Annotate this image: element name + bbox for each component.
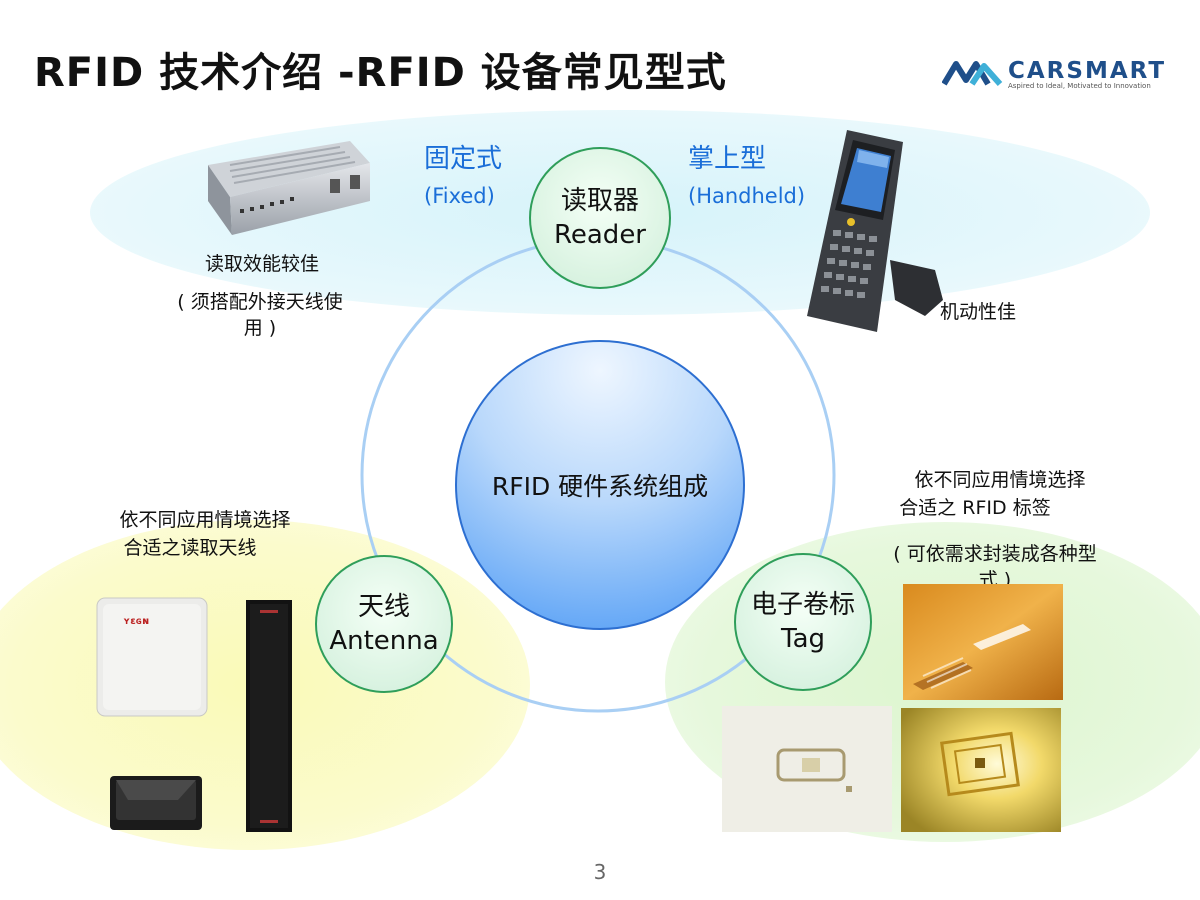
fixed-reader-image xyxy=(208,141,370,235)
reader-label-cn: 读取器 xyxy=(560,186,639,216)
antenna-node: 天线 Antenna xyxy=(315,555,453,693)
fixed-note-1: 读取效能较佳 xyxy=(204,253,319,275)
tower-antenna-image xyxy=(246,600,292,832)
handheld-label-en: (Handheld) xyxy=(688,184,806,208)
reader-node: 读取器 Reader xyxy=(529,147,671,289)
tag-gold-image xyxy=(901,708,1061,832)
tag-note-2: 合适之 RFID 标签 xyxy=(899,497,1051,519)
tag-note-1: 依不同应用情境选择 xyxy=(914,469,1086,491)
tag-fabric-image xyxy=(722,706,892,832)
tag-orange-image xyxy=(903,584,1063,700)
page-number: 3 xyxy=(593,860,607,884)
reader-label-en: Reader xyxy=(553,220,646,250)
antenna-label-cn: 天线 xyxy=(357,592,410,622)
tag-label-en: Tag xyxy=(780,624,825,654)
rfid-hardware-hub: RFID 硬件系统组成 xyxy=(455,340,745,630)
fixed-note-3: 用 ) xyxy=(243,317,277,339)
logo-name: CARSMART xyxy=(1008,58,1167,84)
antenna-label-en: Antenna xyxy=(329,626,439,656)
fixed-note-2: ( 须搭配外接天线使 xyxy=(177,291,343,313)
antenna-note-1: 依不同应用情境选择 xyxy=(119,509,291,531)
tag-note-3: ( 可依需求封装成各种型 xyxy=(893,543,1097,565)
handheld-label-cn: 掌上型 xyxy=(688,144,767,174)
tag-node: 电子卷标 Tag xyxy=(734,553,872,691)
handheld-reader-image xyxy=(807,130,943,332)
antenna-note-2: 合适之读取天线 xyxy=(123,537,257,559)
fixed-label-cn: 固定式 xyxy=(424,144,503,174)
fixed-label-en: (Fixed) xyxy=(424,184,495,208)
tag-label-cn: 电子卷标 xyxy=(750,590,855,620)
page-title: RFID 技术介绍 -RFID 设备常见型式 xyxy=(34,50,727,96)
logo-tagline: Aspired to Ideal, Motivated to Innovatio… xyxy=(1008,82,1151,90)
carsmart-logo-icon xyxy=(942,61,1003,86)
svg-text:ʏɛɢɴ: ʏɛɢɴ xyxy=(123,616,149,627)
handheld-note: 机动性佳 xyxy=(940,301,1017,323)
pad-antenna-image xyxy=(110,776,202,830)
hub-label: RFID 硬件系统组成 xyxy=(491,472,709,501)
panel-antenna-image: ʏɛɢɴ xyxy=(96,597,208,717)
